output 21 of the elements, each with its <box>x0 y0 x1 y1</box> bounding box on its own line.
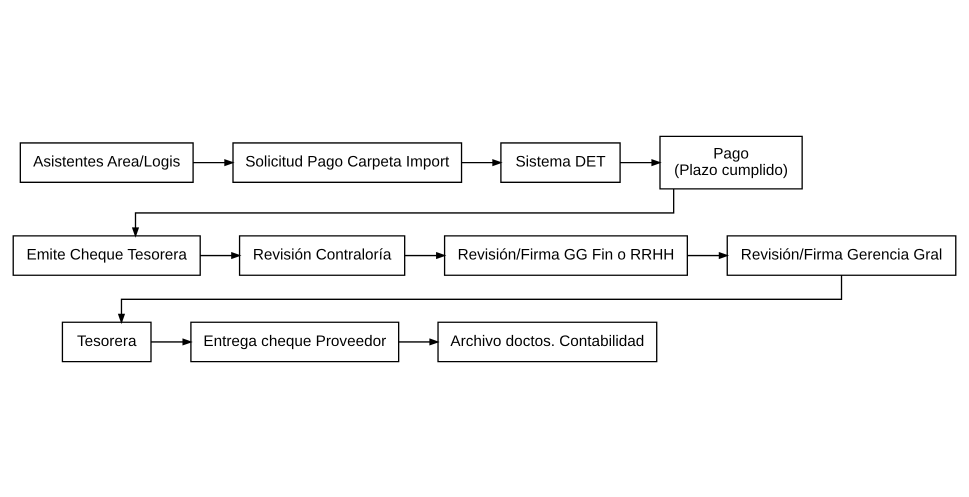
node-box: Entrega cheque Proveedor <box>190 321 400 362</box>
node-box: Pago (Plazo cumplido) <box>659 135 803 190</box>
node-box: Tesorera <box>62 321 152 362</box>
node-box: Revisión/Firma GG Fin o RRHH <box>444 234 688 276</box>
arrow <box>462 158 503 166</box>
node-box: Asistentes Area/Logis <box>20 142 194 182</box>
node-box: Revisión Contraloría <box>238 234 406 276</box>
arrow <box>118 274 842 324</box>
node-box: Emite Cheque Tesorera <box>12 234 201 276</box>
arrow <box>398 338 440 346</box>
arrow <box>688 251 730 259</box>
arrow <box>132 188 674 238</box>
arrow <box>620 158 662 166</box>
node-box: Sistema DET <box>500 142 621 182</box>
arrow <box>193 158 235 166</box>
arrow <box>405 251 446 259</box>
node-box: Revisión/Firma Gerencia Gral <box>726 234 956 276</box>
node-box: Solicitud Pago Carpeta Import <box>232 142 462 182</box>
arrow <box>151 338 193 346</box>
arrow <box>200 251 242 259</box>
node-box: Archivo doctos. Contabilidad <box>437 321 658 362</box>
